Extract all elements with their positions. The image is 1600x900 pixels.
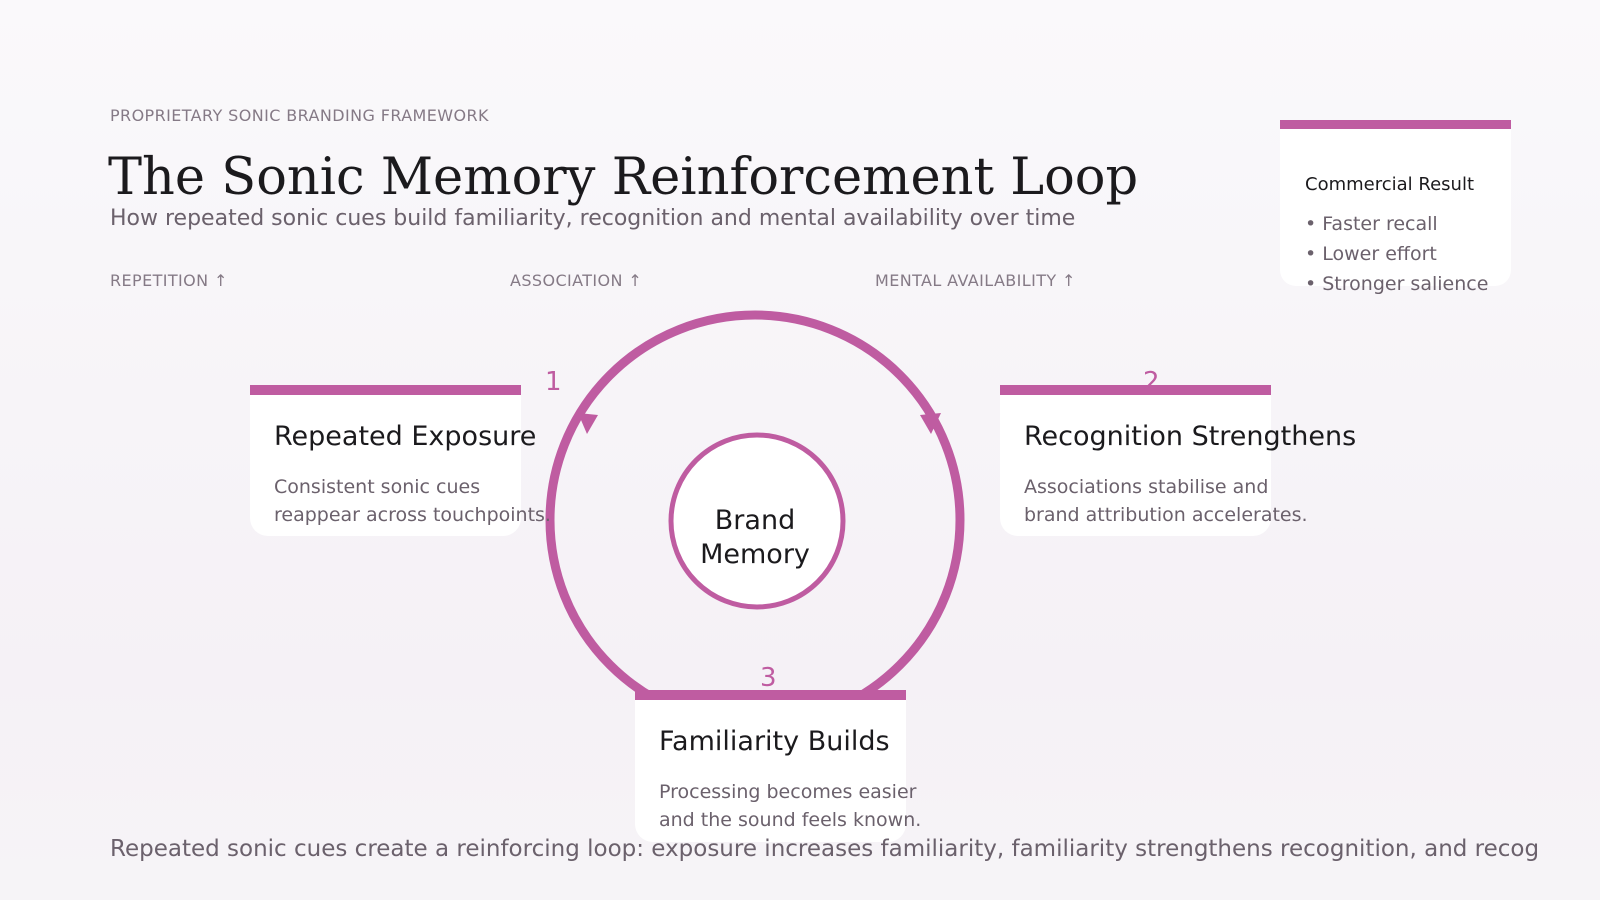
commercial-result-title: Commercial Result	[1305, 174, 1474, 195]
step-description: Consistent sonic cues reappear across to…	[274, 473, 594, 529]
step-number-2: 2	[1143, 367, 1160, 397]
result-item-faster-recall: • Faster recall	[1305, 213, 1438, 235]
brand-memory-line-2: Memory	[700, 539, 810, 570]
brand-memory-line-1: Brand	[714, 505, 796, 536]
step-description-line-1: Consistent sonic cues	[274, 476, 481, 498]
loop-arrow-left	[578, 413, 598, 434]
brand-memory-label: Brand Memory	[675, 504, 835, 572]
commercial-result-list: • Faster recall • Lower effort • Stronge…	[1305, 213, 1488, 303]
brand-memory-hub	[668, 432, 846, 610]
framework-kicker: PROPRIETARY SONIC BRANDING FRAMEWORK	[110, 106, 489, 125]
axis-label-repetition: REPETITION ↑	[110, 271, 228, 290]
axis-label-association: ASSOCIATION ↑	[510, 271, 643, 290]
step-description-line-1: Associations stabilise and	[1024, 476, 1269, 498]
step-card-recognition-strengthens: Recognition Strengthens Associations sta…	[1000, 385, 1356, 536]
step-number-3: 3	[760, 663, 777, 693]
result-item-stronger-salience: • Stronger salience	[1305, 273, 1489, 295]
axis-label-mental-availability: MENTAL AVAILABILITY ↑	[875, 271, 1076, 290]
step-description-line-2: brand attribution accelerates.	[1024, 504, 1308, 526]
step-title: Recognition Strengthens	[1024, 421, 1357, 452]
commercial-result-card: Commercial Result • Faster recall • Lowe…	[1280, 120, 1511, 295]
loop-arrow-right	[920, 413, 941, 434]
step-card-repeated-exposure: Repeated Exposure Consistent sonic cues …	[250, 385, 551, 536]
step-card-familiarity-builds: Familiarity Builds Processing becomes ea…	[635, 690, 921, 842]
page-subtitle: How repeated sonic cues build familiarit…	[110, 206, 1076, 231]
step-description-line-1: Processing becomes easier	[659, 781, 917, 803]
step-description-line-2: reappear across touchpoints.	[274, 504, 551, 526]
page-title: The Sonic Memory Reinforcement Loop	[108, 148, 1139, 207]
step-description-line-2: and the sound feels known.	[659, 809, 922, 831]
result-item-lower-effort: • Lower effort	[1305, 243, 1437, 265]
step-title: Familiarity Builds	[659, 726, 890, 757]
step-number-1: 1	[545, 367, 562, 397]
step-description: Associations stabilise and brand attribu…	[1024, 473, 1344, 529]
step-title: Repeated Exposure	[274, 421, 537, 452]
step-description: Processing becomes easier and the sound …	[659, 778, 979, 834]
footer-summary: Repeated sonic cues create a reinforcing…	[110, 836, 1540, 862]
